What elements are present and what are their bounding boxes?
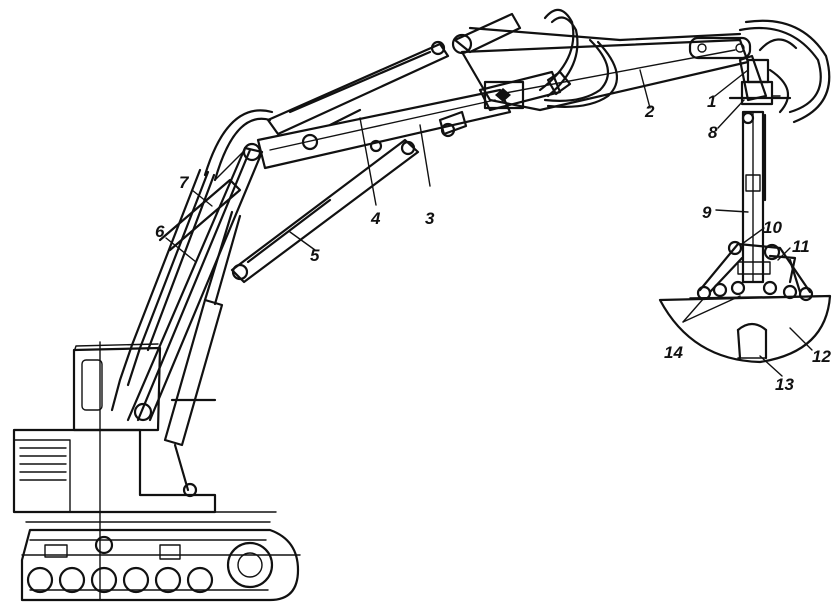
callout-10: 10 (763, 218, 782, 237)
callout-7: 7 (179, 173, 190, 192)
callout-8: 8 (708, 123, 718, 142)
clamshell-grab (658, 240, 832, 364)
callout-6: 6 (155, 222, 165, 241)
stick-cylinder (230, 138, 420, 284)
callout-3: 3 (425, 209, 435, 228)
callout-labels: 1 2 3 4 5 6 7 8 9 10 11 12 13 14 (155, 92, 831, 394)
crawler-track (20, 511, 301, 602)
callout-4: 4 (370, 209, 381, 228)
callout-11: 11 (792, 237, 810, 256)
callout-12: 12 (812, 347, 831, 366)
callout-9: 9 (702, 203, 712, 222)
outer-boom-link (451, 12, 752, 112)
callout-13: 13 (775, 375, 794, 394)
callout-5: 5 (310, 246, 320, 265)
outer-boom-hoses (468, 8, 831, 124)
callout-14: 14 (664, 343, 683, 362)
upper-body (12, 341, 217, 601)
main-boom (126, 109, 274, 422)
stick-arm (256, 88, 512, 170)
callout-2: 2 (644, 102, 655, 121)
upper-cylinder (266, 40, 450, 136)
grab-telescopic-rod (737, 110, 771, 284)
callout-1: 1 (707, 92, 716, 111)
boom-lift-cylinder (163, 210, 242, 498)
boom-hydraulic-hoses (110, 168, 216, 412)
leader-lines (165, 69, 813, 377)
